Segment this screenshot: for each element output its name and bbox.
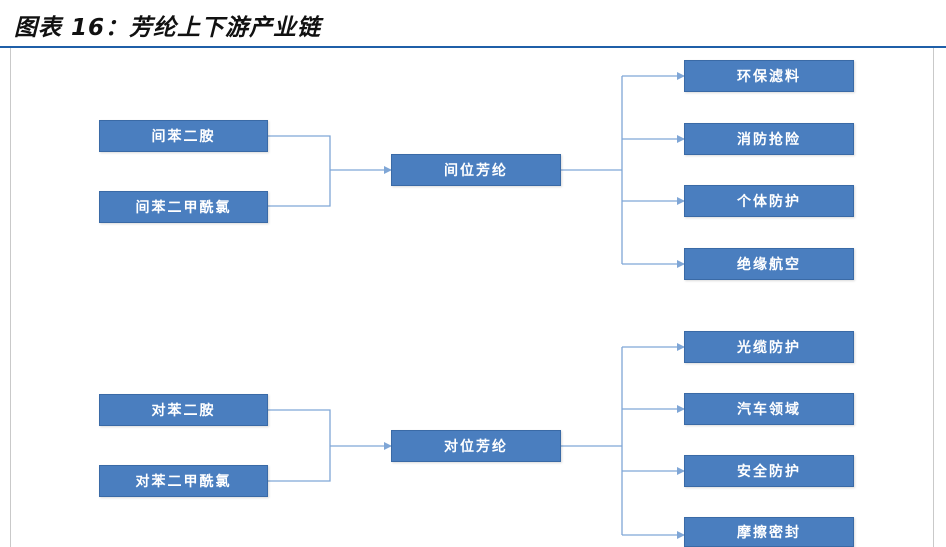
application-box-2-3: 安全防护 [684,455,854,487]
input-box-isophthaloyl-chloride: 间苯二甲酰氯 [99,191,268,223]
connector-input-2-1 [268,409,331,446]
connector-input-2-2 [268,446,331,482]
connector-input-1-1 [268,135,331,170]
application-box-2-2: 汽车领域 [684,393,854,425]
application-box-2-1: 光缆防护 [684,331,854,363]
diagram-frame [10,48,934,547]
application-box-1-1: 环保滤料 [684,60,854,92]
input-box-terephthaloyl-chloride: 对苯二甲酰氯 [99,465,268,497]
application-box-2-4: 摩擦密封 [684,517,854,547]
title-bar: 图表 16：芳纶上下游产业链 [0,0,946,46]
product-box-meta-aramid: 间位芳纶 [391,154,561,186]
title-divider [0,46,946,48]
product-box-para-aramid: 对位芳纶 [391,430,561,462]
application-box-1-3: 个体防护 [684,185,854,217]
input-box-para-phenylenediamine: 对苯二胺 [99,394,268,426]
application-box-1-2: 消防抢险 [684,123,854,155]
connector-input-1-2 [268,170,331,207]
input-box-meta-phenylenediamine: 间苯二胺 [99,120,268,152]
application-box-1-4: 绝缘航空 [684,248,854,280]
figure-title: 图表 16：芳纶上下游产业链 [14,15,322,41]
